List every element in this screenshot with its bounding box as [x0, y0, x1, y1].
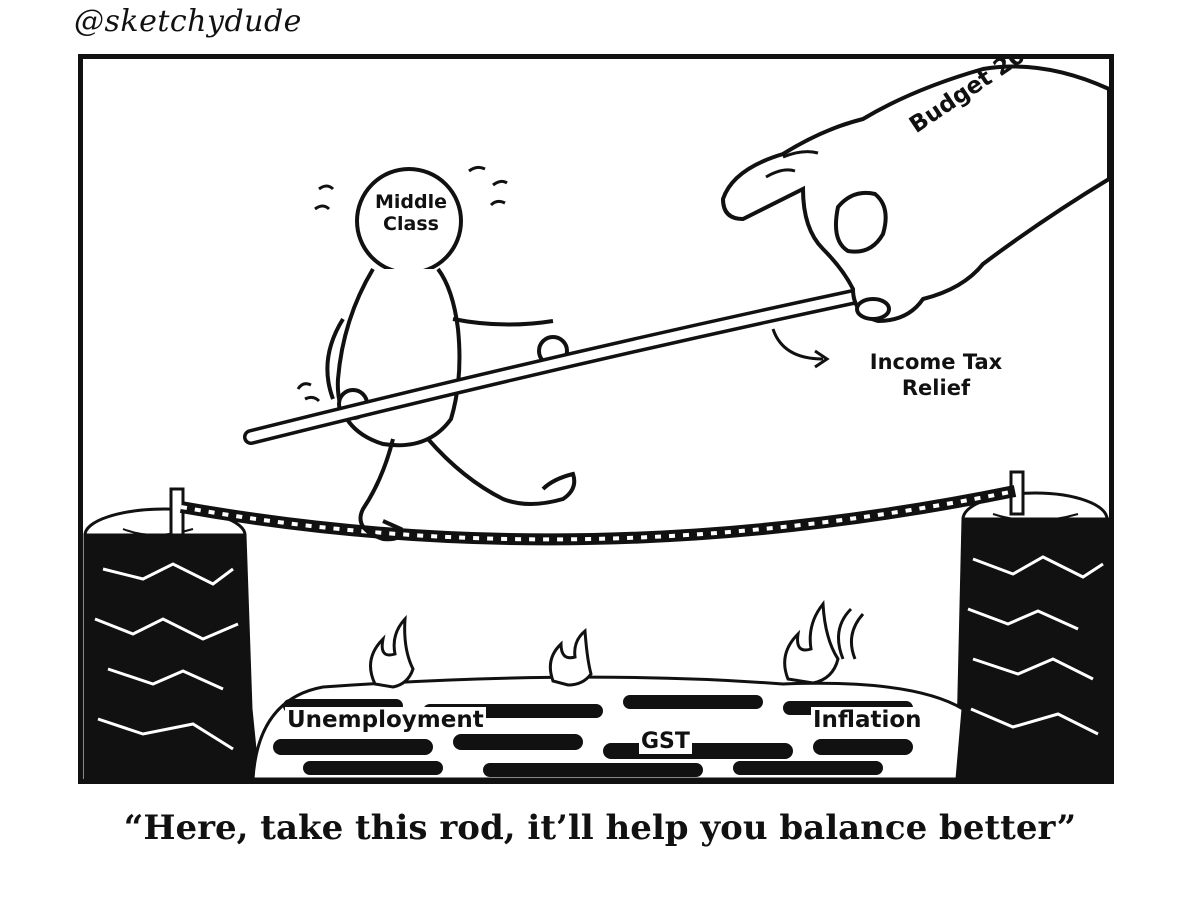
head-label-line-2: Class [383, 213, 439, 235]
rod-label: Income Tax Relief [851, 349, 1021, 401]
head-label: Middle Class [373, 191, 449, 235]
right-pillar [955, 491, 1109, 779]
cartoon-illustration [83, 64, 1109, 779]
rod-label-line-1: Income Tax [869, 350, 1003, 374]
cartoon-caption: “Here, take this rod, it’ll help you bal… [123, 808, 1077, 848]
budget-hand [720, 64, 1109, 324]
cartoon-panel: Middle Class Budget 2025 Income Tax Reli… [78, 54, 1114, 784]
pit-label-gst: GST [639, 729, 692, 754]
tightrope [179, 485, 1017, 546]
rod-label-line-2: Relief [901, 376, 971, 400]
pit-label-inflation: Inflation [811, 707, 924, 733]
pit-label-unemployment: Unemployment [285, 707, 486, 733]
head-label-line-1: Middle [374, 191, 448, 213]
left-pillar [83, 507, 260, 779]
pit [251, 600, 965, 779]
arrow-icon [771, 328, 824, 361]
author-handle: @sketchydude [74, 4, 302, 39]
